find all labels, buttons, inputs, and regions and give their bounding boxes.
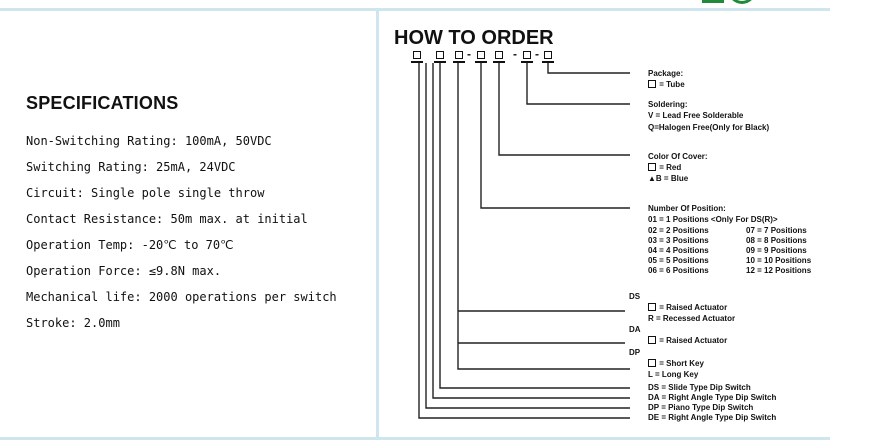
- cover-heading: Color Of Cover:: [648, 152, 708, 161]
- spec-item: Non-Switching Rating: 100mA, 50VDC: [26, 134, 272, 148]
- dp-option: L = Long Key: [648, 370, 699, 379]
- code-box-icon: [523, 51, 531, 59]
- da-option: = Raised Actuator: [648, 336, 727, 346]
- spec-item: Stroke: 2.0mm: [26, 316, 120, 330]
- type-option: DA = Right Angle Type Dip Switch: [648, 393, 777, 402]
- positions-heading: Number Of Position:: [648, 204, 726, 213]
- how-to-order-title: HOW TO ORDER: [394, 27, 554, 49]
- type-option: DS = Slide Type Dip Switch: [648, 383, 751, 392]
- spec-item: Operation Temp: -20℃ to 70℃: [26, 238, 234, 252]
- da-label: DA: [629, 325, 641, 334]
- code-dash: -: [535, 47, 539, 61]
- package-heading: Package:: [648, 69, 684, 78]
- code-box-icon: [413, 51, 421, 59]
- dp-label: DP: [629, 348, 641, 357]
- specifications-title: SPECIFICATIONS: [26, 93, 179, 113]
- option-box-icon: [648, 303, 656, 311]
- spec-item: Mechanical life: 2000 operations per swi…: [26, 290, 337, 304]
- logo-bar: [702, 0, 724, 3]
- package-option: = Tube: [648, 80, 685, 90]
- option-box-icon: [648, 359, 656, 367]
- top-border: [0, 8, 830, 11]
- specifications-list: Non-Switching Rating: 100mA, 50VDC Switc…: [26, 128, 337, 336]
- option-box-icon: [648, 336, 656, 344]
- soldering-option: Q=Halogen Free(Only for Black): [648, 123, 770, 132]
- column-divider: [376, 8, 379, 440]
- cover-option: ▲B = Blue: [648, 174, 689, 183]
- ds-option: = Raised Actuator: [648, 303, 727, 313]
- positions-option: 01 = 1 Positions <Only For DS(R)>: [648, 215, 778, 224]
- cover-option: = Red: [648, 163, 681, 173]
- code-dash: -: [513, 47, 517, 61]
- ds-label: DS: [629, 292, 641, 301]
- code-box-icon: [436, 51, 444, 59]
- code-box-icon: [495, 51, 503, 59]
- spec-item: Circuit: Single pole single throw: [26, 186, 265, 200]
- dp-option: = Short Key: [648, 359, 704, 369]
- type-option: DE = Right Angle Type Dip Switch: [648, 413, 777, 422]
- type-option: DP = Piano Type Dip Switch: [648, 403, 754, 412]
- bottom-border: [0, 437, 830, 440]
- code-box-icon: [544, 51, 552, 59]
- spec-item: Switching Rating: 25mA, 24VDC: [26, 160, 236, 174]
- ds-option: R = Recessed Actuator: [648, 314, 736, 323]
- code-box-icon: [455, 51, 463, 59]
- code-dash: -: [467, 47, 471, 61]
- code-box-icon: [477, 51, 485, 59]
- soldering-heading: Soldering:: [648, 100, 688, 109]
- option-box-icon: [648, 163, 656, 171]
- spec-item: Operation Force: ≤9.8N max.: [26, 264, 222, 278]
- spec-item: Contact Resistance: 50m max. at initial: [26, 212, 308, 226]
- soldering-option: V = Lead Free Solderable: [648, 111, 744, 120]
- option-box-icon: [648, 80, 656, 88]
